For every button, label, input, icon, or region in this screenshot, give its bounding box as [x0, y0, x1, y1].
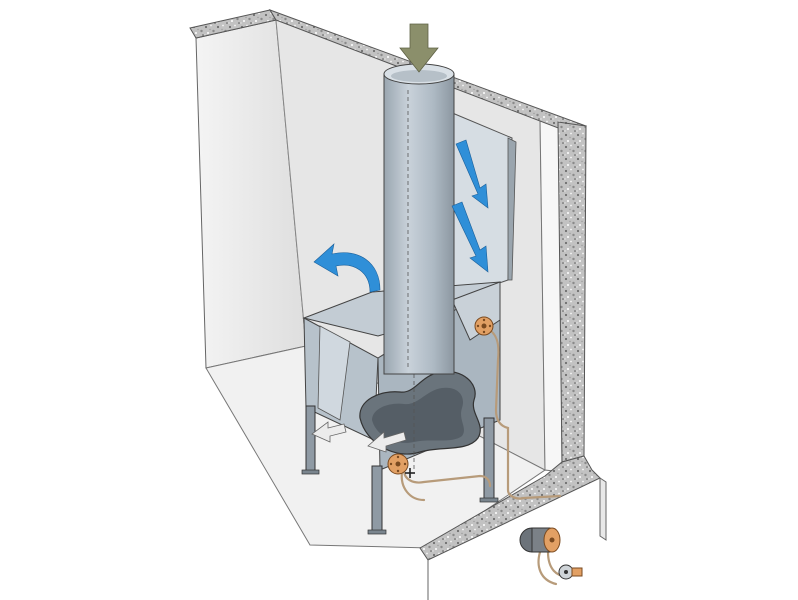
support-legs	[301, 405, 499, 535]
inflow-arrow-icon	[399, 23, 439, 73]
leg-front-left	[371, 465, 383, 533]
leg-front-right	[483, 417, 495, 501]
flange-upper	[474, 316, 494, 336]
airflow-arrow-icon	[451, 201, 489, 273]
inlet-cylinder	[383, 63, 455, 375]
airflow-arrow-icon	[455, 139, 489, 209]
pneumatic-piping	[400, 326, 572, 586]
leg-back-left	[305, 405, 316, 473]
motor-icon	[519, 527, 561, 553]
outflow-arrow-icon	[311, 421, 347, 443]
outer-wall-lower	[599, 477, 607, 541]
airflow-arrow-icon	[313, 243, 381, 293]
outflow-arrow-icon	[367, 431, 407, 453]
outflow-arrows	[311, 421, 407, 453]
flange-lower	[387, 453, 409, 475]
valve-icon	[558, 564, 583, 580]
granite-lower-ledge	[419, 455, 601, 561]
plus-marker	[405, 468, 415, 478]
granite-right-wall	[557, 121, 587, 463]
airflow-arrows	[313, 139, 489, 293]
